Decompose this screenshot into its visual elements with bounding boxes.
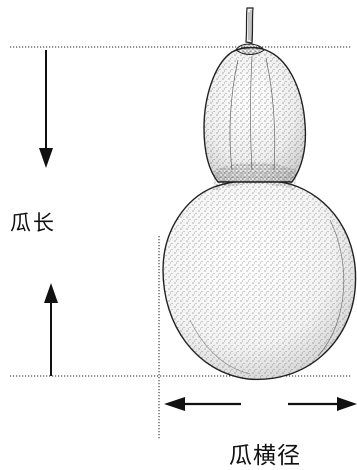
length-label: 瓜长 xyxy=(10,207,56,237)
arrow-left-icon xyxy=(164,397,241,411)
width-label: 瓜横径 xyxy=(229,436,301,470)
arrow-up-icon xyxy=(44,283,58,376)
arrow-down-icon xyxy=(39,50,53,168)
arrow-right-icon xyxy=(288,397,357,411)
gourd-illustration xyxy=(163,8,356,379)
